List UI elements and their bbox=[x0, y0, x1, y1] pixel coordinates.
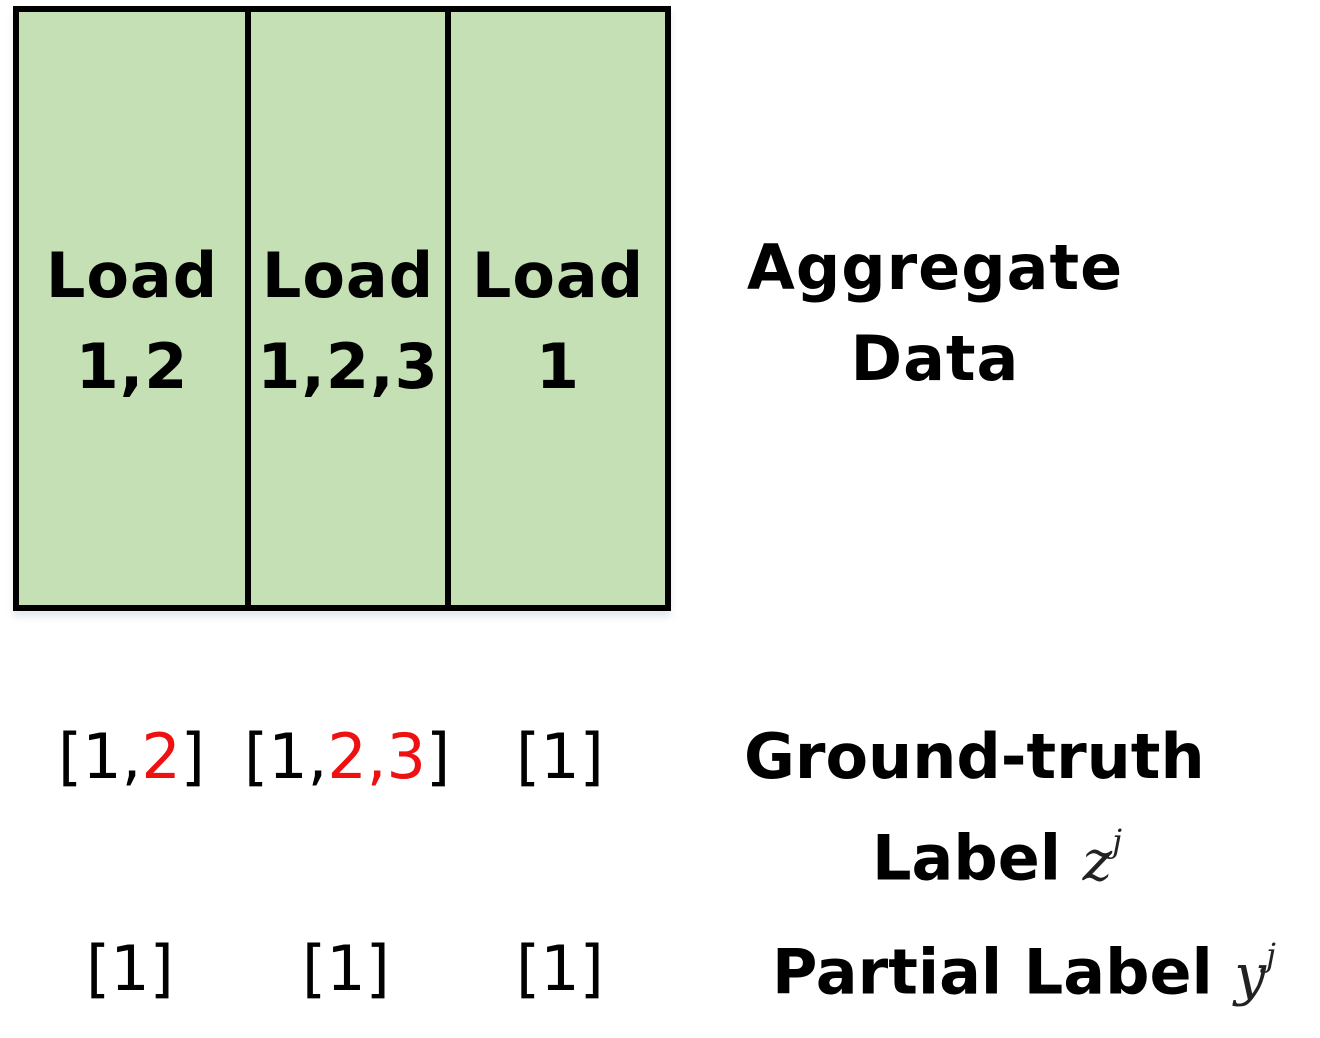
ground-truth-cell-3: [1] bbox=[516, 722, 604, 792]
load-box-1-label: Load 1,2 bbox=[19, 230, 245, 412]
load-box-2-line2: 1,2,3 bbox=[257, 330, 439, 403]
partial-label-title: Partial Label yj bbox=[772, 928, 1276, 1011]
partial-cell-1: [1] bbox=[86, 932, 174, 1005]
load-box-3-line1: Load bbox=[471, 239, 645, 312]
ground-truth-row: [1,2] [1,2,3] [1] bbox=[0, 722, 700, 792]
gt-cell-2-open: [1, bbox=[244, 720, 328, 793]
gt-cell-2-sep: , bbox=[366, 720, 387, 793]
gt-cell-1-red: 2 bbox=[141, 720, 181, 793]
load-box-1: Load 1,2 bbox=[19, 12, 245, 605]
gt-cell-2-red2: 3 bbox=[386, 720, 426, 793]
gt-cell-3-open: [1 bbox=[516, 720, 580, 793]
gt-cell-1-close: ] bbox=[180, 720, 205, 793]
gt-cell-3-close: ] bbox=[579, 720, 604, 793]
ground-truth-symbol: zj bbox=[1082, 822, 1122, 894]
partial-label-row: [1] [1] [1] bbox=[0, 934, 700, 1004]
pl-symbol-base: y bbox=[1234, 942, 1267, 1008]
partial-cell-2: [1] bbox=[302, 932, 390, 1005]
aggregate-data-title: Aggregate Data bbox=[740, 222, 1130, 404]
gt-symbol-base: z bbox=[1082, 828, 1113, 894]
ground-truth-label-word: Label bbox=[872, 821, 1062, 895]
load-box-3-label: Load 1 bbox=[451, 230, 665, 412]
gt-cell-1-open: [1, bbox=[58, 720, 142, 793]
partial-cell-3: [1] bbox=[516, 932, 604, 1005]
load-box-2-label: Load 1,2,3 bbox=[251, 230, 445, 412]
ground-truth-title: Ground-truth bbox=[744, 720, 1205, 793]
aggregate-line1: Aggregate bbox=[746, 231, 1124, 304]
ground-truth-subtitle: Label zj bbox=[872, 814, 1122, 897]
partial-label-word: Partial Label bbox=[772, 935, 1213, 1009]
load-box-3-line2: 1 bbox=[535, 330, 581, 403]
ground-truth-cell-2: [1,2,3] bbox=[244, 722, 450, 792]
aggregate-boxes: Load 1,2 Load 1,2,3 Load 1 bbox=[13, 6, 671, 611]
load-box-1-line1: Load bbox=[45, 239, 219, 312]
aggregate-line2: Data bbox=[850, 322, 1020, 395]
gt-cell-2-close: ] bbox=[425, 720, 451, 793]
partial-label-symbol: yj bbox=[1234, 936, 1276, 1008]
pl-symbol-sup: j bbox=[1266, 936, 1276, 974]
load-box-3: Load 1 bbox=[445, 12, 665, 605]
load-box-2-line1: Load bbox=[261, 239, 435, 312]
load-box-1-line2: 1,2 bbox=[75, 330, 189, 403]
load-box-2: Load 1,2,3 bbox=[245, 12, 445, 605]
gt-cell-2-red1: 2 bbox=[327, 720, 367, 793]
gt-symbol-sup: j bbox=[1112, 822, 1123, 860]
ground-truth-cell-1: [1,2] bbox=[58, 722, 205, 792]
